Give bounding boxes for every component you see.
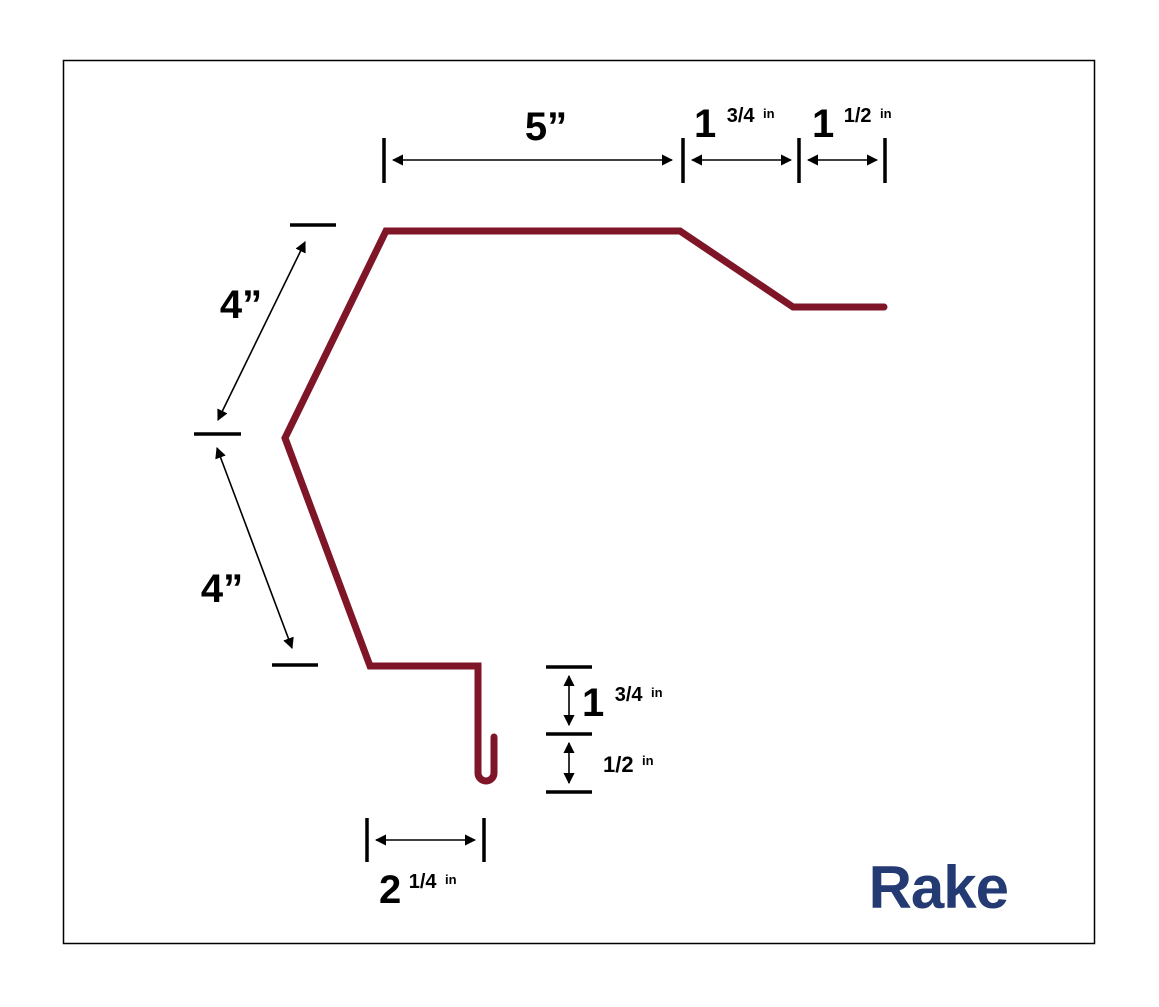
arrow-lower-face	[215, 446, 294, 650]
label-top-end: 1 1/2 in	[812, 102, 892, 146]
label-top-flat: 5”	[525, 105, 567, 149]
top-dimension-ticks	[382, 138, 887, 183]
drip-dimension-ticks	[546, 665, 592, 794]
label-hem: 1/2 in	[603, 752, 654, 777]
diagram-title: Rake	[869, 854, 1008, 921]
label-lower-face: 4”	[201, 567, 243, 611]
label-bottom-flat: 2 1/4 in	[379, 868, 457, 912]
arrow-upper-face	[217, 240, 306, 422]
label-top-slope: 1 3/4 in	[694, 102, 775, 146]
diagram-frame	[62, 59, 1096, 945]
rake-profile-line	[281, 227, 888, 785]
label-upper-face: 4”	[220, 283, 262, 327]
bottom-dimension-ticks	[365, 818, 486, 862]
face-dimension-ticks	[194, 223, 336, 667]
label-drip-leg: 1 3/4 in	[582, 681, 663, 725]
face-dimension-arrows	[215, 240, 306, 650]
